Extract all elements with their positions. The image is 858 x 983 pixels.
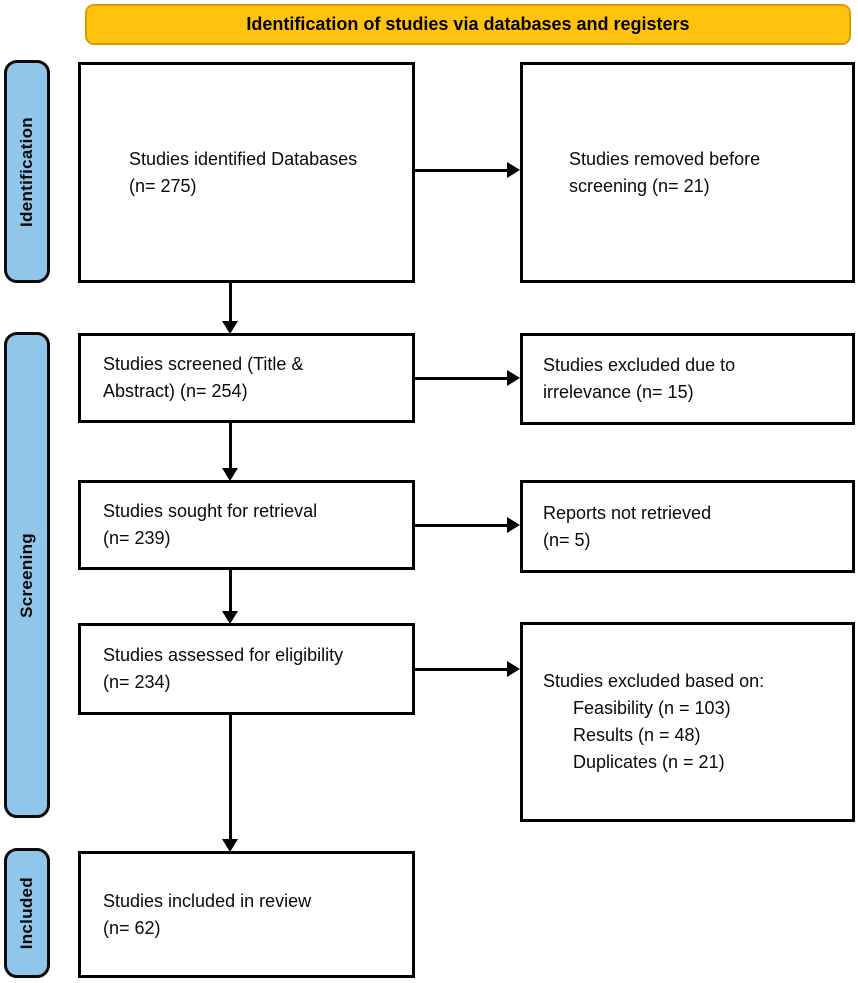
arrow-down-head xyxy=(222,321,238,334)
stage-label-screening-text: Screening xyxy=(17,532,36,618)
arrow-assessed-to-included xyxy=(222,715,239,852)
box-studies-assessed-eligibility-text: Studies assessed for eligibility (n= 234… xyxy=(103,645,344,692)
box-studies-removed-before-screening-text: Studies removed before screening (n= 21) xyxy=(569,148,761,196)
box-studies-excluded-based-on: Studies excluded based on: Feasibility (… xyxy=(520,622,855,822)
excluded-reason-feasibility: Feasibility (n = 103) xyxy=(573,698,731,718)
excluded-reason-duplicates: Duplicates (n = 21) xyxy=(573,752,725,772)
box-studies-removed-before-screening: Studies removed before screening (n= 21) xyxy=(520,62,855,283)
arrow-line xyxy=(415,668,509,671)
arrow-right-head xyxy=(507,162,520,178)
arrow-sought-to-assessed xyxy=(222,570,239,624)
arrow-down-head xyxy=(222,468,238,481)
excluded-reason-results: Results (n = 48) xyxy=(573,725,701,745)
box-studies-included-review: Studies included in review (n= 62) xyxy=(78,851,415,978)
box-studies-excluded-irrelevance-text: Studies excluded due to irrelevance (n= … xyxy=(543,355,736,402)
box-studies-included-review-text: Studies included in review (n= 62) xyxy=(103,890,312,938)
arrow-line xyxy=(415,377,509,380)
box-reports-not-retrieved-text: Reports not retrieved (n= 5) xyxy=(543,502,712,550)
arrow-line xyxy=(229,715,232,841)
arrow-identified-to-screened xyxy=(222,283,239,334)
arrow-line xyxy=(415,169,509,172)
stage-label-identification-text: Identification xyxy=(17,116,36,227)
box-studies-sought-retrieval: Studies sought for retrieval (n= 239) xyxy=(78,480,415,570)
box-studies-excluded-irrelevance: Studies excluded due to irrelevance (n= … xyxy=(520,333,855,425)
box-reports-not-retrieved: Reports not retrieved (n= 5) xyxy=(520,480,855,573)
arrow-line xyxy=(229,570,232,613)
arrow-screened-to-excluded-irrelevance xyxy=(415,370,520,387)
box-studies-identified: Studies identified Databases (n= 275) xyxy=(78,62,415,283)
stage-label-screening: Screening xyxy=(4,332,50,818)
arrow-screened-to-sought xyxy=(222,423,239,481)
stage-label-included-text: Included xyxy=(17,876,36,950)
arrow-assessed-to-excluded-based-on xyxy=(415,661,520,678)
arrow-line xyxy=(229,423,232,470)
arrow-identified-to-removed xyxy=(415,162,520,179)
arrow-right-head xyxy=(507,370,520,386)
arrow-sought-to-not-retrieved xyxy=(415,517,520,534)
stage-label-identification: Identification xyxy=(4,60,50,283)
box-studies-sought-retrieval-text: Studies sought for retrieval (n= 239) xyxy=(103,501,318,548)
arrow-right-head xyxy=(507,661,520,677)
arrow-down-head xyxy=(222,839,238,852)
title-banner: Identification of studies via databases … xyxy=(85,4,851,45)
arrow-line xyxy=(415,524,509,527)
box-studies-screened: Studies screened (Title & Abstract) (n= … xyxy=(78,333,415,423)
box-studies-identified-text: Studies identified Databases (n= 275) xyxy=(129,148,358,196)
box-studies-screened-text: Studies screened (Title & Abstract) (n= … xyxy=(103,354,304,401)
arrow-line xyxy=(229,283,232,323)
box-studies-assessed-eligibility: Studies assessed for eligibility (n= 234… xyxy=(78,623,415,715)
box-studies-excluded-title: Studies excluded based on: xyxy=(543,671,765,691)
arrow-down-head xyxy=(222,611,238,624)
stage-label-included: Included xyxy=(4,848,50,978)
arrow-right-head xyxy=(507,517,520,533)
